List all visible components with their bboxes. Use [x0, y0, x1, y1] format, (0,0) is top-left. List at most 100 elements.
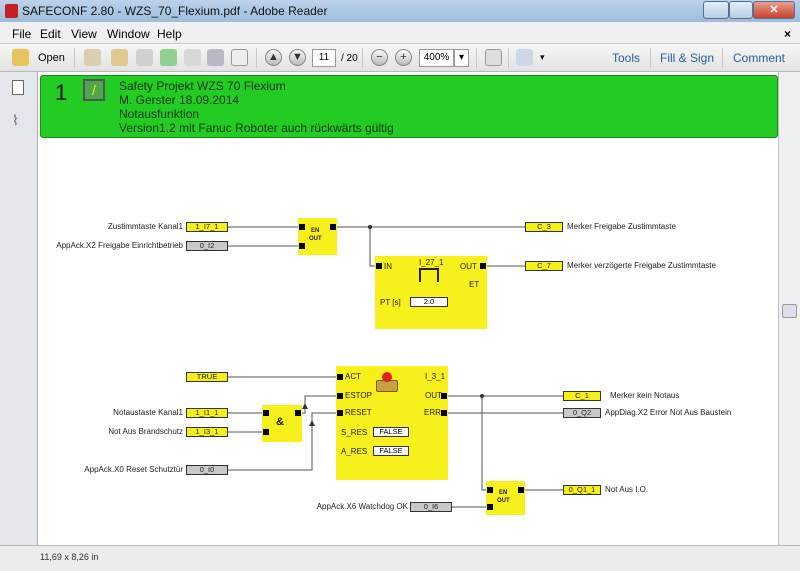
separator — [476, 48, 477, 68]
maximize-button[interactable] — [729, 1, 753, 19]
edit-icon[interactable] — [136, 49, 153, 66]
separator — [362, 48, 363, 68]
combine-icon[interactable] — [111, 49, 128, 66]
zoom-dropdown-chevron-down-icon[interactable]: ▾ — [454, 49, 469, 67]
and-block[interactable]: & — [262, 405, 302, 442]
save-icon[interactable] — [184, 49, 201, 66]
adobe-reader-icon — [5, 4, 18, 18]
input-label: AppAck.X6 Watchdog OK — [316, 502, 408, 511]
output-label: Merker kein Notaus — [610, 391, 680, 400]
create-pdf-icon[interactable] — [84, 49, 101, 66]
header-line: M. Gerster 18.09.2014 — [119, 93, 240, 107]
separator — [256, 48, 257, 68]
separator — [650, 48, 651, 68]
menu-view[interactable]: View — [71, 27, 97, 41]
zoom-input[interactable]: 400% — [419, 49, 454, 67]
tools-tab[interactable]: Tools — [612, 51, 641, 65]
output-label: Not Aus I.O. — [605, 485, 649, 494]
menu-help[interactable]: Help — [157, 27, 182, 41]
a-res-value-field[interactable]: FALSE — [373, 446, 409, 456]
email-icon[interactable] — [231, 49, 248, 66]
scroll-thumb[interactable] — [782, 304, 797, 318]
input-tag[interactable]: 1_I1_1 — [186, 408, 228, 418]
pt-label: PT [s] — [380, 298, 401, 307]
fit-page-icon[interactable] — [485, 49, 502, 66]
fill-sign-tab[interactable]: Fill & Sign — [660, 51, 715, 65]
folder-icon[interactable] — [12, 49, 29, 66]
input-label: AppAck.X2 Freigabe Einrichtbetrieb — [56, 241, 183, 250]
input-tag[interactable]: TRUE — [186, 372, 228, 382]
header-line: Notausfunktion — [119, 107, 200, 121]
input-tag[interactable]: 1_I7_1 — [186, 222, 228, 232]
more-tools-chevron-icon[interactable]: ▾ — [540, 52, 545, 62]
output-tag[interactable]: C_3 — [525, 222, 563, 232]
output-tag[interactable]: C_7 — [525, 261, 563, 271]
reset-label: RESET — [345, 408, 372, 417]
block-name: I_3_1 — [425, 372, 446, 381]
and-symbol: & — [276, 416, 284, 428]
input-label: Not Aus Brandschutz — [108, 427, 183, 436]
input-label: Zustimmtaste Kanal1 — [107, 222, 183, 231]
emergency-stop-knob — [382, 372, 392, 382]
menu-window[interactable]: Window — [107, 27, 150, 41]
vertical-scrollbar[interactable] — [778, 72, 800, 545]
project-header: 1 / Safety Projekt WZS 70 Flexium M. Ger… — [40, 75, 778, 138]
estop-label: ESTOP — [345, 391, 372, 400]
page-thumbnails-icon[interactable] — [12, 80, 24, 95]
separator — [508, 48, 509, 68]
previous-page-button[interactable]: ▲ — [265, 49, 282, 66]
menu-edit[interactable]: Edit — [40, 27, 61, 41]
en-out-block[interactable]: EN OUT — [486, 481, 525, 515]
header-line: Safety Projekt WZS 70 Flexium — [119, 79, 286, 93]
status-bar: 11,69 x 8,26 in — [0, 545, 800, 571]
input-tag[interactable]: 0_I6 — [410, 502, 452, 512]
close-button[interactable]: ✕ — [753, 1, 795, 19]
output-tag[interactable]: 0_Q1_1 — [563, 485, 601, 495]
minimize-button[interactable] — [703, 1, 729, 19]
toolbar: Open ▲ ▼ 11 / 20 − + 400% ▾ ▾ Tools Fill… — [0, 44, 800, 72]
act-label: ACT — [345, 372, 361, 381]
input-label: AppAck.X0 Reset Schutztür — [84, 465, 183, 474]
output-tag[interactable]: 0_Q2 — [563, 408, 601, 418]
s-res-value-field[interactable]: FALSE — [373, 427, 409, 437]
in-label: IN — [384, 262, 392, 271]
out-label: OUT — [425, 391, 442, 400]
upload-icon[interactable] — [160, 49, 177, 66]
timer-block[interactable]: I_27_1 IN OUT ET PT [s] 2.0 — [375, 256, 487, 329]
header-line: Version1.2 mit Fanuc Roboter auch rückwä… — [119, 121, 394, 135]
menu-file[interactable]: File — [12, 27, 32, 41]
print-icon[interactable] — [207, 49, 224, 66]
navigation-pane: ⌇ — [0, 72, 38, 545]
output-label: Merker Freigabe Zustimmtaste — [567, 222, 676, 231]
input-tag[interactable]: 0_I0 — [186, 465, 228, 475]
input-tag[interactable]: 1_I3_1 — [186, 427, 228, 437]
s-res-label: S_RES — [341, 428, 368, 437]
menu-bar: File Edit View Window Help × — [0, 22, 800, 44]
out-label: OUT — [497, 498, 510, 504]
output-tag[interactable]: C_1 — [563, 391, 601, 401]
close-document-icon[interactable]: × — [784, 27, 792, 41]
full-screen-icon[interactable] — [516, 49, 533, 66]
next-page-button[interactable]: ▼ — [289, 49, 306, 66]
zoom-in-button[interactable]: + — [395, 49, 412, 66]
comment-tab[interactable]: Comment — [733, 51, 786, 65]
a-res-label: A_RES — [341, 447, 368, 456]
page-number-input[interactable]: 11 — [312, 49, 336, 67]
separator — [722, 48, 723, 68]
page-total: / 20 — [341, 53, 358, 64]
pt-value-field[interactable]: 2.0 — [410, 297, 448, 307]
pulse-icon — [419, 268, 439, 282]
en-label: EN — [499, 490, 508, 496]
attachments-paperclip-icon[interactable]: ⌇ — [12, 112, 19, 128]
input-tag[interactable]: 0_I2 — [186, 241, 228, 251]
estop-block[interactable]: ACT ESTOP RESET S_RES FALSE A_RES FALSE … — [336, 366, 448, 480]
et-label: ET — [469, 280, 480, 289]
input-label: Notaustaste Kanal1 — [113, 408, 183, 417]
open-button[interactable]: Open — [38, 52, 65, 64]
page-size: 11,69 x 8,26 in — [40, 552, 99, 562]
out-label: OUT — [460, 262, 477, 271]
zoom-out-button[interactable]: − — [371, 49, 388, 66]
title-bar: SAFECONF 2.80 - WZS_70_Flexium.pdf - Ado… — [0, 0, 800, 22]
en-out-block[interactable]: EN OUT — [298, 218, 337, 255]
